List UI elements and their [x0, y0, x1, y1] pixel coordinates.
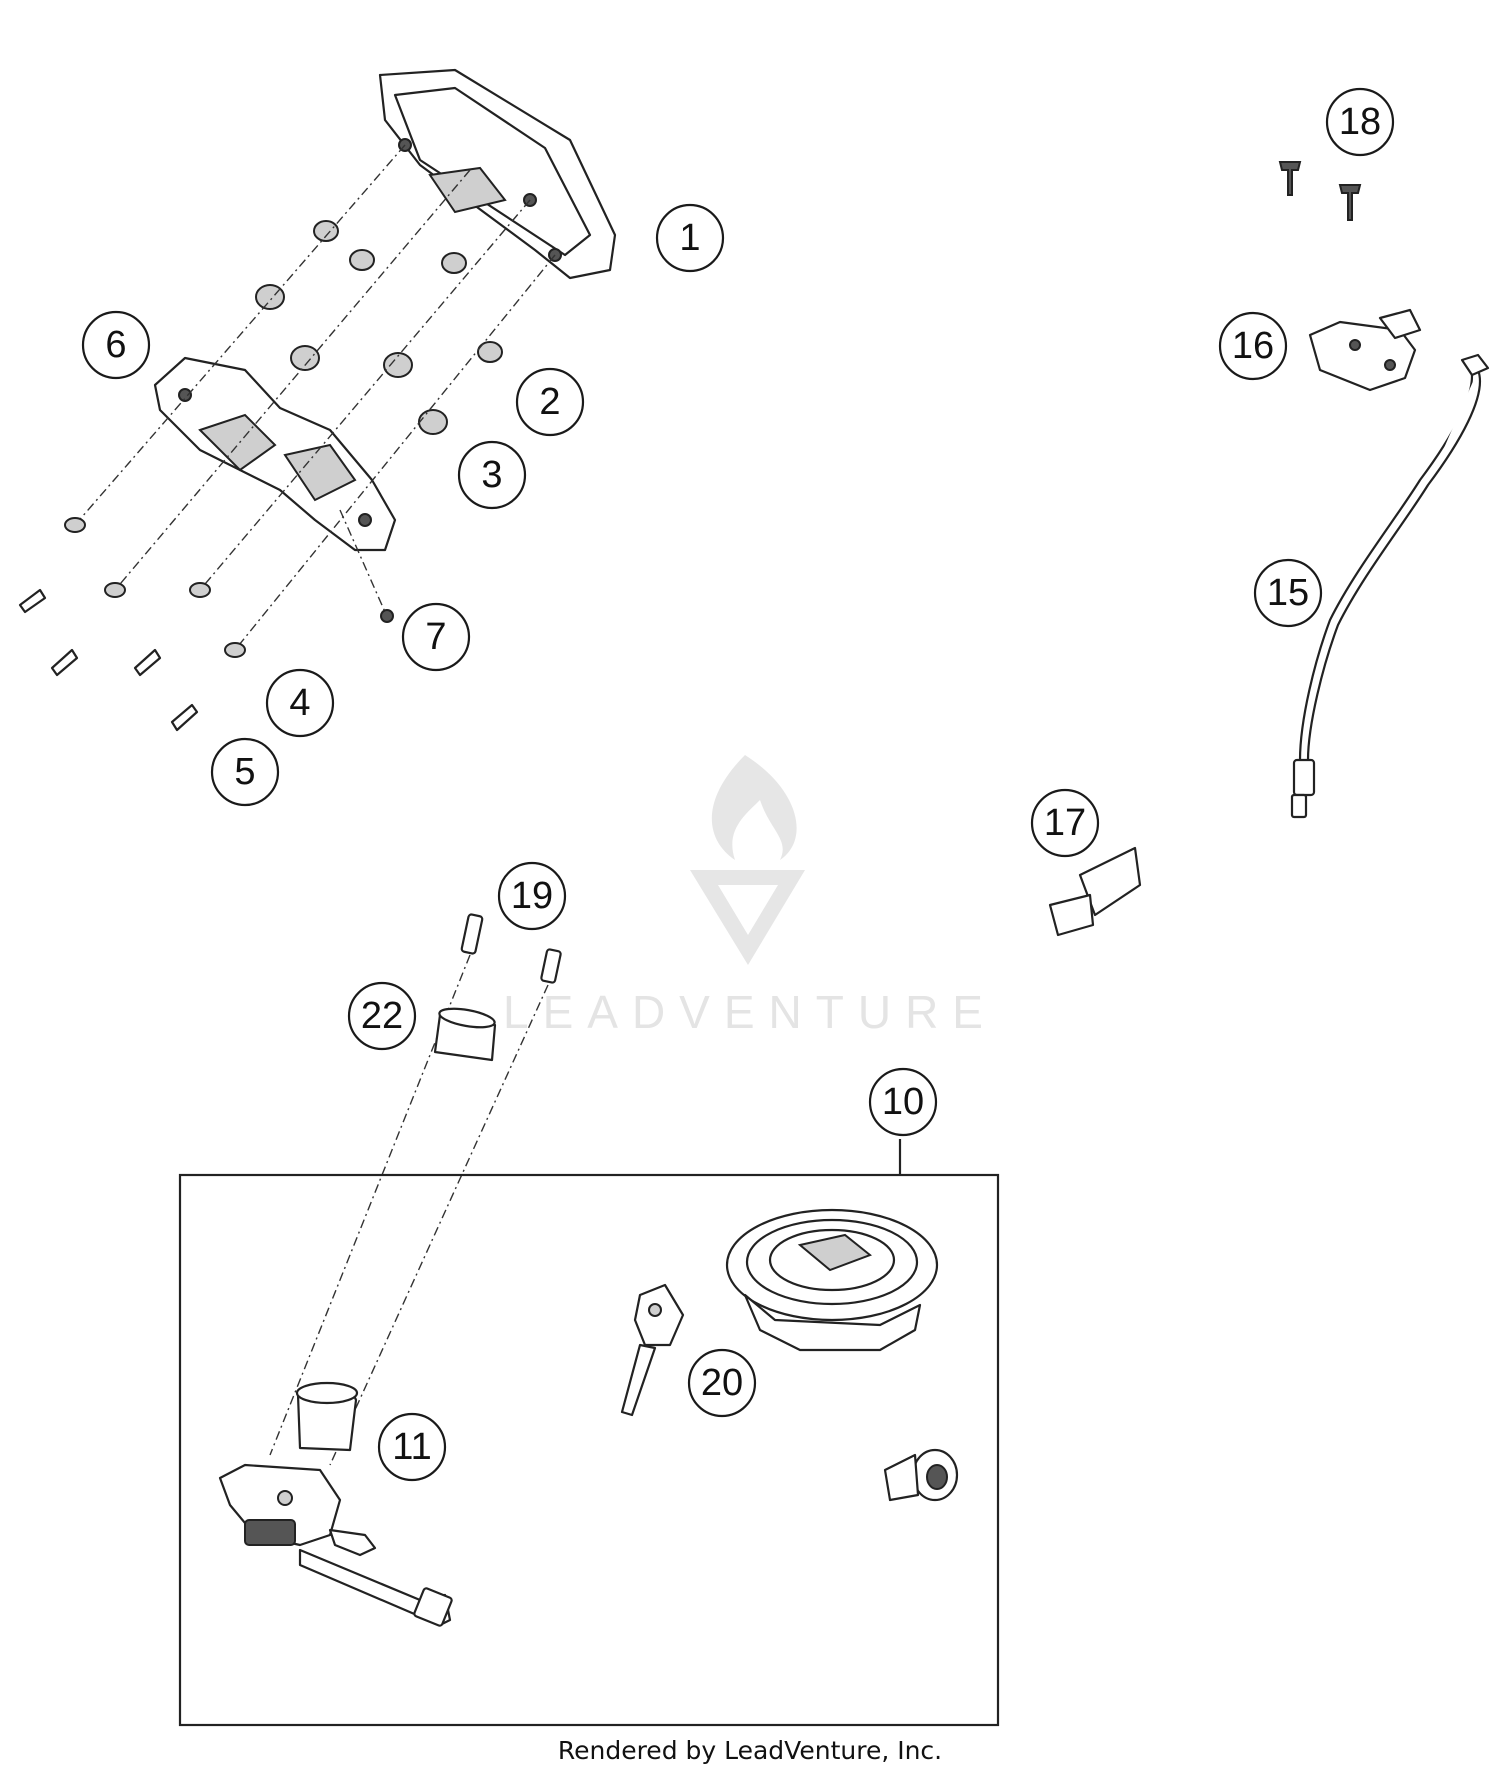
footer-credit: Rendered by LeadVenture, Inc.	[557, 1736, 943, 1765]
svg-text:16: 16	[1232, 325, 1274, 367]
svg-text:19: 19	[511, 875, 553, 917]
svg-text:2: 2	[539, 381, 560, 423]
fuel-cap-part	[725, 1208, 939, 1352]
clip-part-17	[1048, 846, 1142, 937]
svg-text:10: 10	[882, 1081, 924, 1123]
mounting-bracket-part	[153, 356, 397, 552]
dashboard-display-part	[378, 68, 617, 280]
svg-text:3: 3	[481, 454, 502, 496]
svg-text:18: 18	[1339, 101, 1381, 143]
svg-text:17: 17	[1044, 802, 1086, 844]
callout-22: 22	[347, 981, 417, 1051]
svg-text:22: 22	[361, 995, 403, 1037]
seat-lock-part	[883, 1448, 959, 1502]
ignition-switch-part-11	[218, 1381, 453, 1627]
screws-part-18	[1278, 161, 1362, 221]
svg-text:11: 11	[392, 1426, 431, 1468]
ring-part-22	[433, 1007, 497, 1062]
callout-11: 11	[377, 1412, 447, 1482]
callout-20: 20	[687, 1348, 757, 1418]
svg-text:5: 5	[234, 751, 255, 793]
svg-text:6: 6	[105, 324, 126, 366]
svg-text:15: 15	[1267, 572, 1309, 614]
callout-6: 6	[81, 310, 151, 380]
svg-text:4: 4	[289, 682, 310, 724]
callout-5: 5	[210, 737, 280, 807]
lock-set-kit-frame	[178, 1139, 1000, 1727]
watermark-text: LEADVENTURE	[503, 986, 997, 1038]
callout-19: 19	[497, 861, 567, 931]
callout-7: 7	[401, 602, 471, 672]
callout-16: 16	[1218, 311, 1288, 381]
svg-text:1: 1	[679, 217, 700, 259]
svg-text:20: 20	[701, 1362, 743, 1404]
sensor-part-16	[1308, 308, 1422, 392]
callout-18: 18	[1325, 87, 1395, 157]
svg-text:7: 7	[425, 616, 446, 658]
callout-1: 1	[655, 203, 725, 273]
callout-10: 10	[868, 1067, 938, 1137]
callout-3: 3	[457, 440, 527, 510]
callout-2: 2	[515, 367, 585, 437]
screws-and-washers	[18, 517, 394, 732]
rubber-grommets	[255, 220, 503, 435]
cable-part-15	[1290, 353, 1490, 819]
assembly-leader-lines	[74, 144, 556, 651]
key-part-20	[620, 1283, 685, 1417]
leadventure-logo-watermark	[690, 755, 805, 965]
callout-15: 15	[1253, 558, 1323, 628]
callout-17: 17	[1030, 788, 1100, 858]
callout-4: 4	[265, 668, 335, 738]
